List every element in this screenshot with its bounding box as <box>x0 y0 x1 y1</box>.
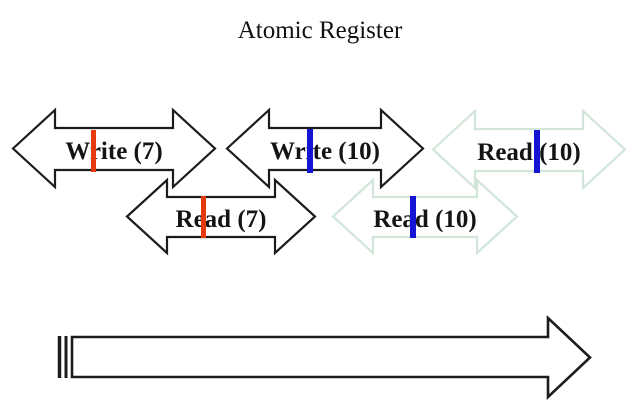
write-7-label: Write (7) <box>65 138 163 165</box>
write-10-label: Write (10) <box>270 138 380 165</box>
write-10-linearization-bar <box>307 129 313 173</box>
double-headed-arrow-shape <box>125 177 317 256</box>
write-7-linearization-bar <box>91 130 96 172</box>
read-7-linearization-bar <box>201 196 206 238</box>
page-title: Atomic Register <box>237 17 403 44</box>
double-headed-arrow-shape <box>331 177 519 256</box>
read-10-top-arrow <box>431 108 627 191</box>
read-10-mid-label: Read (10) <box>373 206 477 233</box>
read-10-top-label: Read (10) <box>477 139 581 166</box>
read-10-mid-arrow <box>331 177 519 256</box>
double-headed-arrow-shape <box>225 107 425 190</box>
read-10-mid-linearization-bar <box>410 196 416 238</box>
read-7-arrow <box>125 177 317 256</box>
write-7-arrow <box>11 107 217 190</box>
timeline-arrow <box>57 314 592 401</box>
read-10-top-linearization-bar <box>534 130 540 173</box>
write-10-arrow <box>225 107 425 190</box>
double-headed-arrow-shape <box>11 107 217 190</box>
read-7-label: Read (7) <box>175 206 267 233</box>
double-headed-arrow-shape <box>431 108 627 191</box>
timeline-arrow-shape <box>70 314 592 401</box>
